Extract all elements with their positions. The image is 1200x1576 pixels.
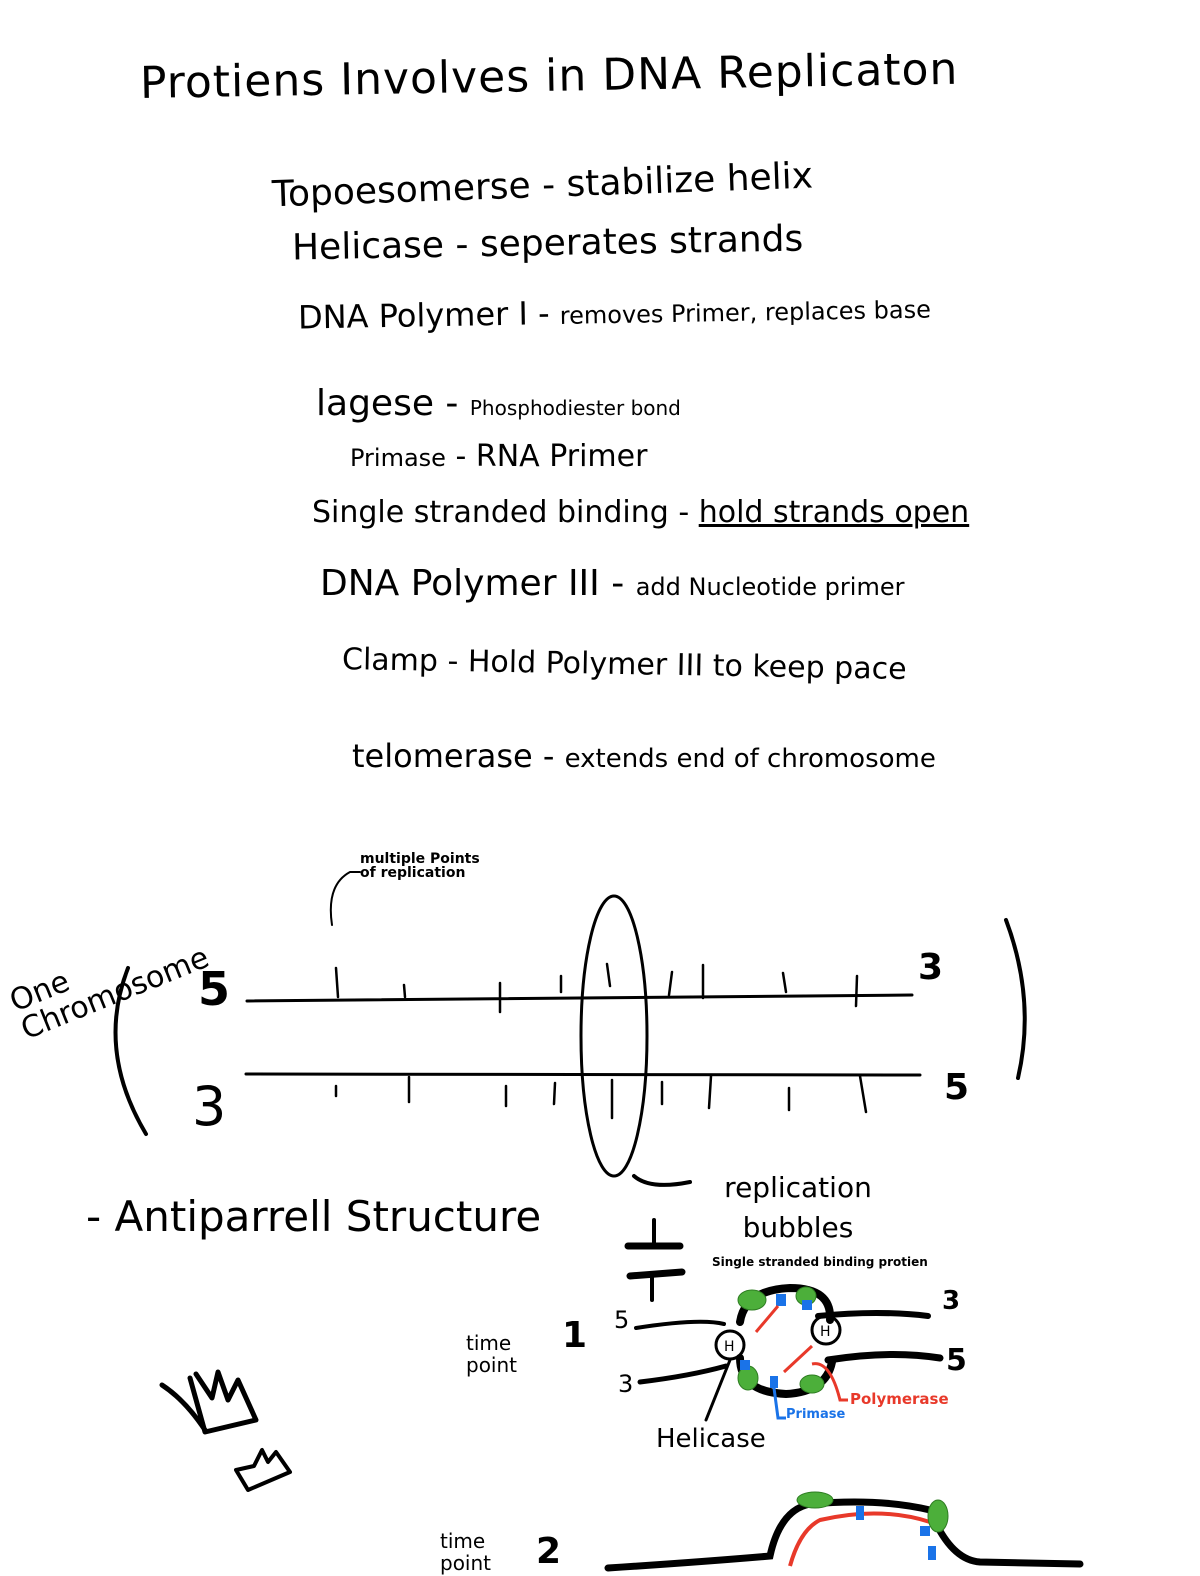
helicase-right-icon xyxy=(810,1314,842,1346)
ssb-protein-icon xyxy=(796,1491,834,1509)
primase-icon xyxy=(776,1294,786,1306)
tp1-top-5-label: 5 xyxy=(614,1306,630,1334)
note-definition: extends end of chromosome xyxy=(564,744,936,774)
primase-icon xyxy=(856,1506,864,1520)
ssb-label: Single stranded binding protien xyxy=(712,1255,928,1269)
primase-label: Primase xyxy=(786,1407,846,1422)
primase-icon xyxy=(740,1360,750,1370)
ssb-protein-icon xyxy=(927,1499,949,1533)
time-point-1-label: time point xyxy=(466,1331,518,1377)
top-strand-3-label: 3 xyxy=(918,947,944,988)
replication-points-annotation: multiple Points of replication xyxy=(360,851,480,881)
replication-bubble-ellipse xyxy=(579,894,649,1178)
bottom-strand-3-label: 3 xyxy=(192,1075,227,1138)
note-ssb: Single stranded binding - hold strands o… xyxy=(312,495,970,530)
note-term: Single stranded binding xyxy=(312,495,669,530)
tp1-bottom-5-label: 5 xyxy=(946,1343,967,1378)
crown-icon xyxy=(159,1369,259,1435)
tp1-bottom-3-label: 3 xyxy=(618,1370,634,1398)
note-dna-polymerase-3: DNA Polymer III - add Nucleotide primer xyxy=(320,563,905,604)
ssb-protein-icon xyxy=(799,1374,825,1394)
note-definition: Phosphodiester bond xyxy=(469,396,681,420)
antiparallel-structure-note: - Antiparrell Structure xyxy=(86,1192,542,1241)
primase-icon xyxy=(928,1546,936,1560)
right-bracket-icon xyxy=(1004,918,1027,1080)
top-strand-5-label: 5 xyxy=(198,962,231,1016)
note-definition: add Nucleotide primer xyxy=(635,573,905,601)
polymerase-label: Polymerase xyxy=(850,1390,949,1408)
bottom-strand-5-label: 5 xyxy=(944,1067,970,1108)
note-term: lagese xyxy=(316,383,434,424)
primase-icon xyxy=(920,1526,930,1536)
note-ligase: lagese - Phosphodiester bond xyxy=(316,383,681,424)
note-definition: hold strands open xyxy=(698,495,970,530)
note-primase: Primase - RNA Primer xyxy=(350,439,648,474)
time-point-2-label: time point xyxy=(440,1529,492,1575)
time-point-2-number: 2 xyxy=(536,1531,562,1572)
note-definition: RNA Primer xyxy=(475,439,648,474)
left-bracket-icon xyxy=(113,966,148,1136)
primase-icon xyxy=(770,1376,778,1388)
note-term: DNA Polymer III xyxy=(320,563,600,604)
ssb-protein-icon xyxy=(737,1289,767,1311)
tp1-top-3-label: 3 xyxy=(942,1286,961,1316)
note-telomerase: telomerase - extends end of chromosome xyxy=(352,737,936,775)
crown-icon xyxy=(234,1448,292,1492)
helicase-label: Helicase xyxy=(656,1424,766,1454)
top-dna-strand xyxy=(245,993,914,1003)
primase-icon xyxy=(802,1300,812,1310)
replication-bubbles-label: replication bubbles xyxy=(724,1171,872,1244)
note-term: telomerase xyxy=(352,737,533,775)
time-point-1-number: 1 xyxy=(562,1315,588,1356)
helicase-marker: H xyxy=(820,1324,831,1340)
helicase-marker: H xyxy=(724,1339,735,1355)
note-term: Primase xyxy=(350,444,446,472)
